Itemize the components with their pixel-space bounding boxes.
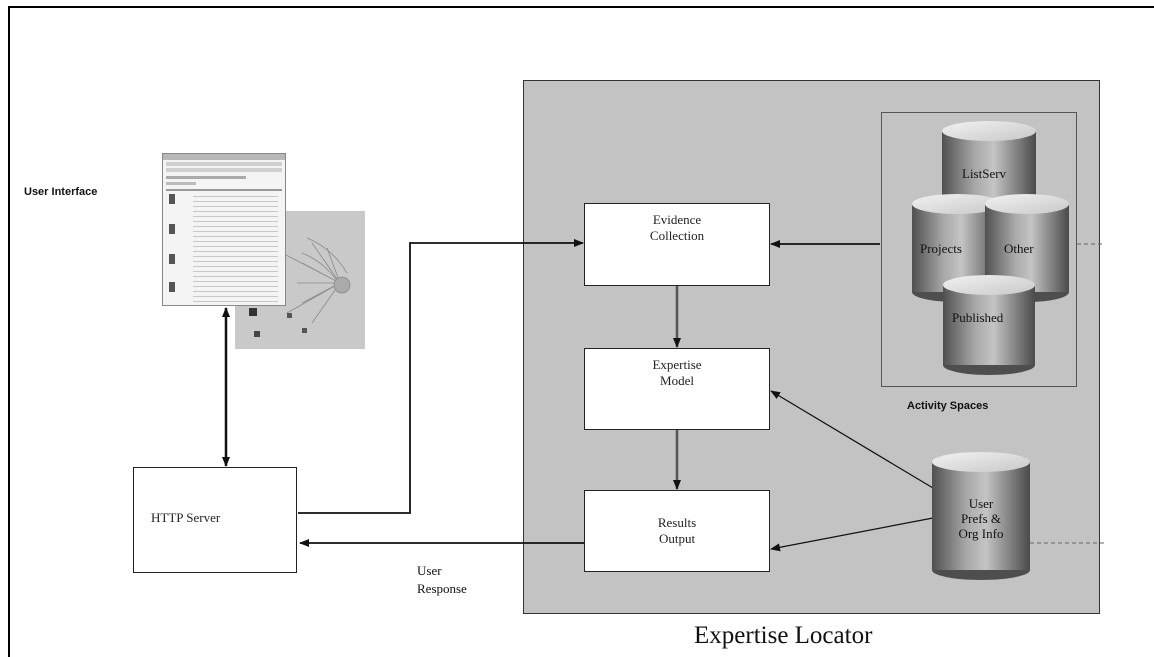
results-line2: Output — [658, 531, 696, 546]
user-prefs-line3: Org Info — [958, 526, 1004, 541]
published-label: Published — [952, 310, 1004, 325]
network-graph-lines — [249, 237, 351, 337]
published-database-icon — [943, 275, 1035, 375]
expertise-line2: Model — [660, 373, 694, 388]
user-prefs-line1: User — [968, 496, 994, 511]
expertise-line1: Expertise — [652, 357, 702, 372]
user-prefs-database-icon — [932, 452, 1030, 580]
projects-label: Projects — [920, 241, 962, 256]
user-interface-label: User Interface — [24, 186, 98, 198]
listserv-label: ListServ — [962, 166, 1007, 181]
http-server-box: HTTP Server — [133, 467, 297, 573]
user-response-line2: Response — [417, 581, 467, 596]
results-line1: Results — [657, 515, 697, 530]
evidence-collection-box: Evidence Collection — [584, 203, 770, 286]
results-output-box: Results Output — [584, 490, 770, 572]
activity-spaces-label: Activity Spaces — [907, 400, 989, 412]
other-label: Other — [1004, 241, 1034, 256]
diagram-frame — [8, 6, 1154, 657]
http-to-evidence-arrow — [298, 239, 584, 514]
userprefs-to-results-arrow — [770, 517, 934, 552]
evidence-line1: Evidence — [652, 212, 702, 227]
user-response-line1: User — [417, 563, 442, 578]
evidence-line2: Collection — [649, 228, 705, 243]
expertise-model-box: Expertise Model — [584, 348, 770, 430]
user-prefs-line2: Prefs & — [960, 511, 1002, 526]
http-server-label: HTTP Server — [151, 510, 221, 525]
userprefs-to-expertise-arrow — [770, 390, 934, 489]
activity-spaces-box — [881, 112, 1077, 387]
user-prefs-label: User Prefs & Org Info — [944, 496, 1018, 541]
ui-screenshot-thumbnail — [162, 153, 367, 349]
expertise-locator-title: Expertise Locator — [694, 622, 873, 649]
user-response-label: User Response — [417, 562, 467, 598]
browser-window-image — [162, 153, 286, 306]
